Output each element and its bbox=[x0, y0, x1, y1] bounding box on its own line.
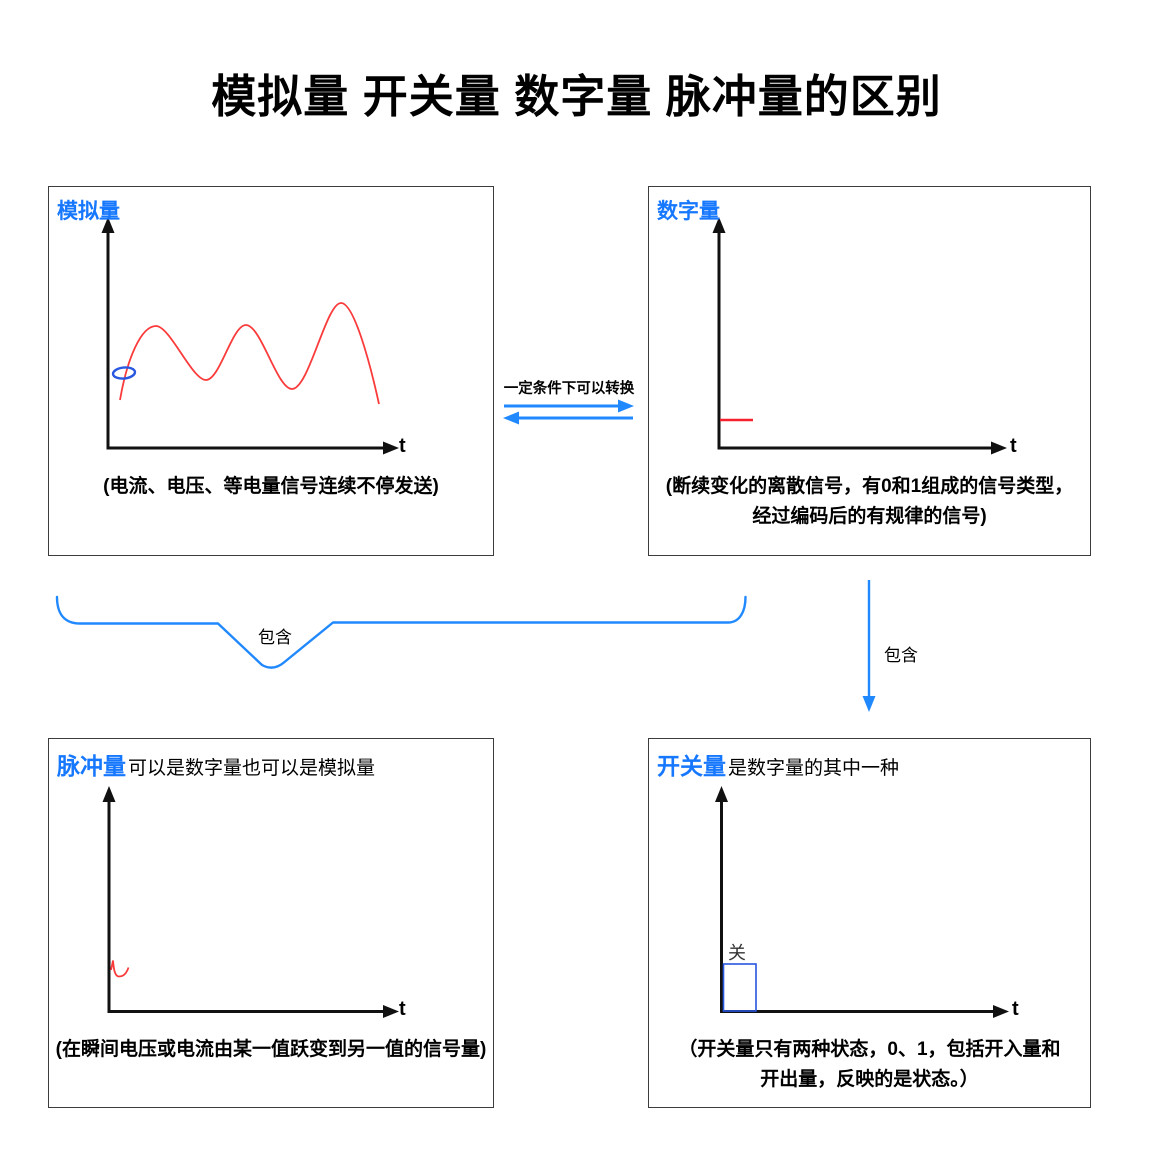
analog-plot bbox=[101, 217, 399, 455]
switch-label: 开关量 bbox=[657, 753, 726, 779]
digital-plot bbox=[712, 217, 1007, 455]
contain-arrow-label: 包含 bbox=[884, 646, 918, 665]
digital-caption-line2: 经过编码后的有规律的信号) bbox=[752, 506, 987, 527]
panel-pulse: 脉冲量可以是数字量也可以是模拟量 t (在瞬间电压或电流由某一值跃变到另一值的信… bbox=[48, 738, 494, 1108]
analog-header: 模拟量 bbox=[57, 195, 120, 225]
panel-digital: 数字量 t (断续变化的离散信号，有0和1组成的信号类型， 经过编码后的有规律的… bbox=[648, 186, 1091, 556]
digital-y-axis-arrow-icon bbox=[712, 217, 726, 233]
switch-x-axis-arrow-icon bbox=[993, 1005, 1009, 1018]
contain-brace bbox=[55, 595, 747, 669]
contain-brace-label: 包含 bbox=[258, 628, 292, 647]
convert-label: 一定条件下可以转换 bbox=[503, 381, 635, 397]
digital-t-axis-label: t bbox=[1010, 435, 1017, 457]
switch-header: 开关量是数字量的其中一种 bbox=[657, 747, 899, 781]
switch-caption-line2: 开出量，反映的是状态。） bbox=[760, 1069, 979, 1090]
switch-pulse-rect bbox=[722, 963, 757, 1012]
digital-label: 数字量 bbox=[657, 200, 720, 223]
page-title: 模拟量 开关量 数字量 脉冲量的区别 bbox=[211, 71, 942, 122]
analog-caption: (电流、电压、等电量信号连续不停发送) bbox=[103, 476, 439, 497]
analog-y-axis-arrow-icon bbox=[101, 217, 115, 233]
analog-x-axis-arrow-icon bbox=[383, 441, 399, 455]
pulse-caption: (在瞬间电压或电流由某一值跃变到另一值的信号量) bbox=[55, 1039, 487, 1060]
switch-y-axis-arrow-icon bbox=[715, 786, 728, 802]
analog-t-axis-label: t bbox=[399, 435, 406, 457]
switch-label-suffix: 是数字量的其中一种 bbox=[728, 758, 900, 779]
digital-x-axis-arrow-icon bbox=[991, 441, 1007, 455]
switch-t-axis-label: t bbox=[1012, 998, 1019, 1020]
pulse-label: 脉冲量 bbox=[57, 753, 126, 779]
analog-sample-loop-icon bbox=[111, 366, 137, 380]
convert-arrow-left-head-icon bbox=[503, 411, 519, 425]
analog-label: 模拟量 bbox=[57, 200, 120, 223]
pulse-label-suffix: 可以是数字量也可以是模拟量 bbox=[128, 758, 376, 779]
switch-state-label: 关 bbox=[728, 943, 746, 963]
digital-caption-line1: (断续变化的离散信号，有0和1组成的信号类型， bbox=[665, 476, 1074, 497]
pulse-x-axis-arrow-icon bbox=[383, 1005, 399, 1018]
digital-caption: (断续变化的离散信号，有0和1组成的信号类型， 经过编码后的有规律的信号) bbox=[649, 472, 1090, 532]
pulse-y-axis-arrow-icon bbox=[102, 786, 116, 802]
panel-switch: 开关量是数字量的其中一种 关 t （开关量只有两种状态，0、1，包括开入量和 开… bbox=[648, 738, 1091, 1108]
pulse-plot bbox=[102, 786, 399, 1018]
switch-plot bbox=[715, 786, 1009, 1018]
digital-header: 数字量 bbox=[657, 195, 720, 225]
pulse-t-axis-label: t bbox=[399, 998, 406, 1020]
pulse-header: 脉冲量可以是数字量也可以是模拟量 bbox=[57, 747, 375, 781]
convert-arrow-right-head-icon bbox=[618, 399, 634, 413]
pulse-spike bbox=[110, 960, 130, 978]
analog-wave bbox=[119, 302, 380, 405]
switch-caption: （开关量只有两种状态，0、1，包括开入量和 开出量，反映的是状态。） bbox=[649, 1035, 1090, 1095]
panel-analog: 模拟量 t (电流、电压、等电量信号连续不停发送) bbox=[48, 186, 494, 556]
switch-caption-line1: （开关量只有两种状态，0、1，包括开入量和 bbox=[678, 1039, 1061, 1060]
contain-arrow-head-icon bbox=[862, 696, 876, 712]
